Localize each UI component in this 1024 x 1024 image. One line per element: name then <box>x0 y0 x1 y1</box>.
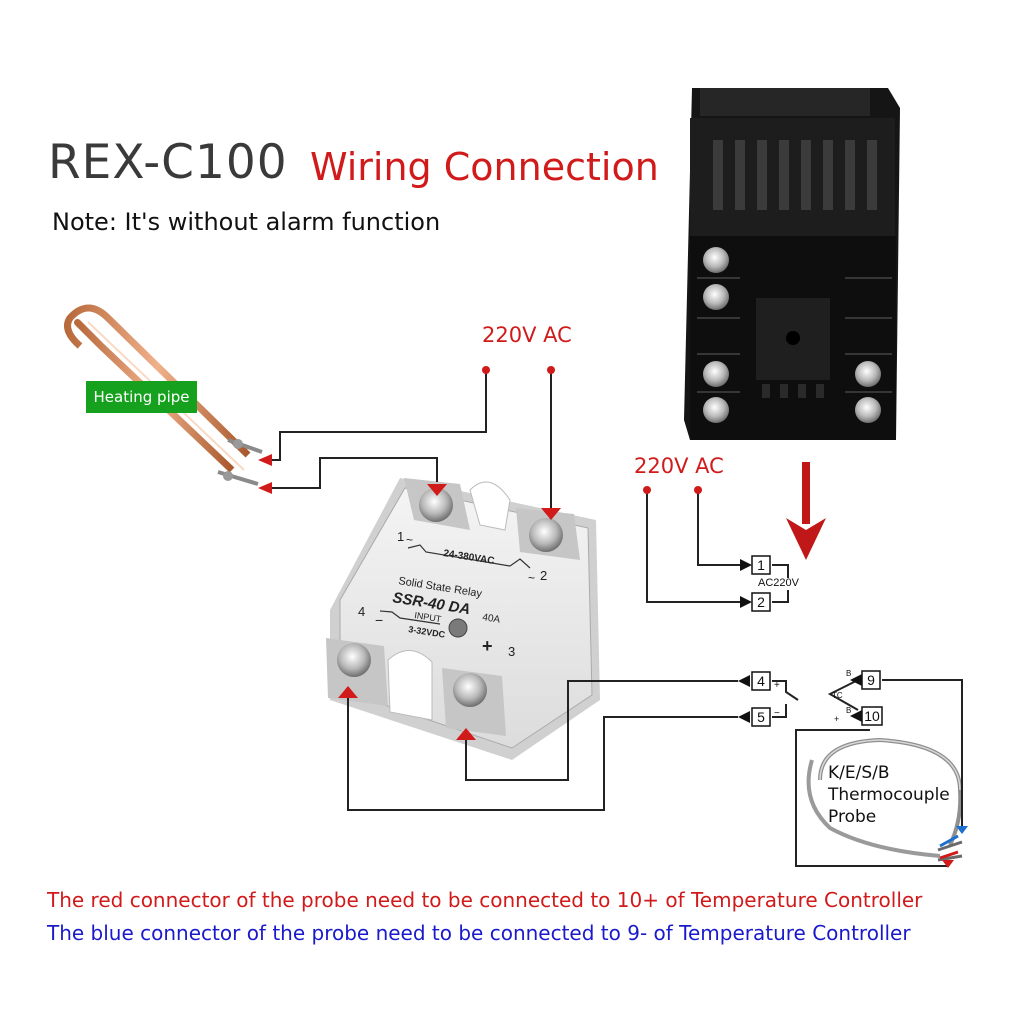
voltage-dots <box>482 366 702 494</box>
solid-state-relay <box>326 478 600 760</box>
ssr-current: 40A <box>482 612 502 626</box>
svg-text:+: + <box>774 680 780 691</box>
footnote-red: The red connector of the probe need to b… <box>47 888 923 912</box>
tc-label: TC <box>832 691 843 700</box>
probe-label: K/E/S/B Thermocouple Probe <box>828 763 950 827</box>
terminal-arrows <box>738 559 862 723</box>
ssr-input: INPUT <box>414 610 443 624</box>
note-text: Note: It's without alarm function <box>52 208 441 236</box>
svg-text:−: − <box>774 708 780 719</box>
ac220v-label: AC220V <box>758 577 800 589</box>
thermocouple-probe-image <box>806 737 963 862</box>
probe-connector-arrows <box>942 826 968 868</box>
terminal-5-label: 5 <box>757 709 765 725</box>
terminal-10-label: 10 <box>864 708 880 724</box>
terminal-numbers: 1 2 4 5 9 10 <box>757 557 880 725</box>
terminal-4-label: 4 <box>757 673 765 689</box>
svg-text:~: ~ <box>528 571 535 585</box>
heating-pipe-label: Heating pipe <box>86 381 197 413</box>
temperature-controller <box>684 88 900 440</box>
ssr-terminal-1: 1 <box>397 529 404 544</box>
footnote-blue: The blue connector of the probe need to … <box>47 921 911 945</box>
controller-screw-right <box>855 361 881 423</box>
ssr-terminal-2: 2 <box>540 568 547 583</box>
svg-text:−: − <box>375 612 383 628</box>
wires <box>268 372 963 867</box>
terminal-9-label: 9 <box>867 672 875 688</box>
down-arrow-icon <box>786 462 826 560</box>
arrowheads <box>258 454 561 740</box>
voltage-label-top: 220V AC <box>482 323 572 347</box>
terminal-1-label: 1 <box>757 557 765 573</box>
tc-b-top: B <box>846 669 851 678</box>
controller-screw-left <box>703 247 729 423</box>
voltage-label-right: 220V AC <box>634 454 724 478</box>
svg-text:+: + <box>834 714 839 724</box>
svg-text:~: ~ <box>406 533 413 547</box>
ssr-terminal-4: 4 <box>358 604 365 619</box>
terminal-small-labels: AC220V TC B B + − + <box>758 577 851 724</box>
title-model: REX-C100 <box>48 135 288 190</box>
terminal-2-label: 2 <box>757 594 765 610</box>
title-subtitle: Wiring Connection <box>310 145 659 189</box>
terminal-boxes <box>751 555 883 727</box>
svg-text:+: + <box>482 636 493 656</box>
ssr-terminal-3: 3 <box>508 644 515 659</box>
tc-b-bottom: B <box>846 706 851 715</box>
